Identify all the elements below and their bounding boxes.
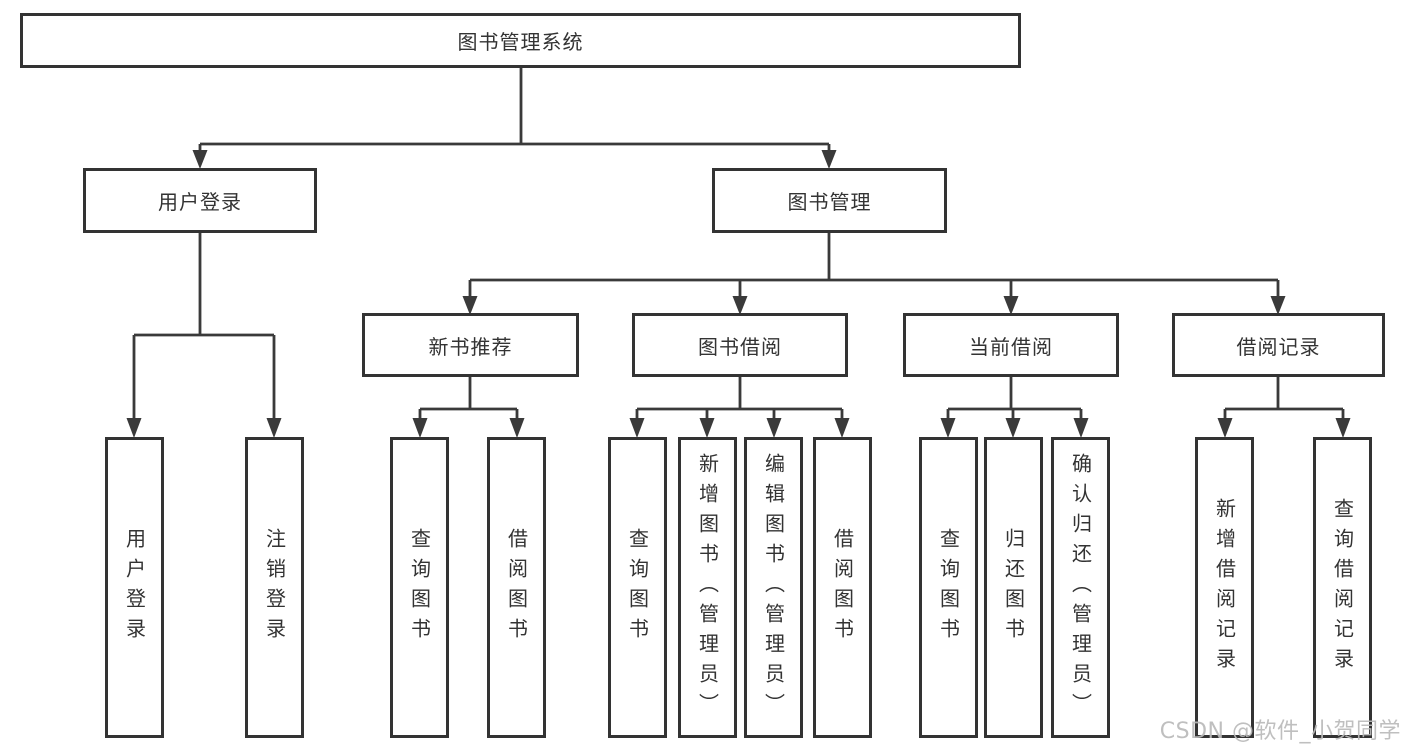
leaf-records-add-record: 新增借阅记录: [1195, 437, 1254, 738]
node-book-borrow-label: 图书借阅: [698, 334, 782, 359]
leaf-recommend-query-books: 查询图书: [390, 437, 449, 738]
node-book-management: 图书管理: [712, 168, 947, 233]
node-borrow-records: 借阅记录: [1172, 313, 1385, 377]
node-book-management-label: 图书管理: [787, 190, 872, 214]
leaf-borrow-edit-books-admin: 编辑图书（管理员）: [744, 437, 803, 738]
leaf-logout-label: 注销登录: [262, 527, 287, 648]
csdn-watermark: CSDN @软件_小贺同学: [1159, 719, 1401, 744]
leaf-recommend-borrow-books: 借阅图书: [487, 437, 546, 738]
leaf-borrow-edit-books-admin-label: 编辑图书（管理员）: [761, 452, 786, 723]
node-current-borrow: 当前借阅: [903, 313, 1119, 377]
connector-bookmgmt-to-modules: [462, 233, 1286, 315]
node-new-book-recommend-label: 新书推荐: [428, 334, 513, 359]
connector-userlogin-to-leaves: [126, 233, 282, 438]
leaf-borrow-query-books-label: 查询图书: [625, 527, 650, 648]
node-root-system: 图书管理系统: [20, 13, 1021, 68]
leaf-current-return-books-label: 归还图书: [1001, 527, 1026, 648]
connector-recommend-to-leaves: [412, 377, 525, 438]
node-borrow-records-label: 借阅记录: [1236, 334, 1321, 359]
leaf-user-login: 用户登录: [105, 437, 164, 738]
leaf-current-return-books: 归还图书: [984, 437, 1043, 738]
node-user-login: 用户登录: [83, 168, 317, 233]
node-new-book-recommend: 新书推荐: [362, 313, 579, 377]
leaf-user-login-label: 用户登录: [122, 527, 147, 648]
connector-current-to-leaves: [940, 377, 1089, 438]
leaf-borrow-query-books: 查询图书: [608, 437, 667, 738]
leaf-recommend-query-books-label: 查询图书: [407, 527, 432, 648]
leaf-current-confirm-return-admin-label: 确认归还（管理员）: [1068, 452, 1093, 723]
node-book-borrow: 图书借阅: [632, 313, 848, 377]
leaf-borrow-borrow-books-label: 借阅图书: [830, 527, 855, 648]
leaf-borrow-add-books-admin-label: 新增图书（管理员）: [695, 452, 720, 723]
node-root-label: 图书管理系统: [457, 30, 584, 54]
leaf-logout: 注销登录: [245, 437, 304, 738]
connector-root-to-level2: [192, 68, 837, 169]
leaf-current-confirm-return-admin: 确认归还（管理员）: [1051, 437, 1110, 738]
connector-records-to-leaves: [1217, 377, 1351, 438]
node-current-borrow-label: 当前借阅: [969, 334, 1053, 359]
leaf-current-query-books: 查询图书: [919, 437, 978, 738]
leaf-records-add-record-label: 新增借阅记录: [1212, 497, 1237, 678]
connector-borrow-to-leaves: [629, 377, 850, 438]
leaf-records-query-record-label: 查询借阅记录: [1330, 497, 1355, 678]
leaf-current-query-books-label: 查询图书: [936, 527, 961, 648]
leaf-records-query-record: 查询借阅记录: [1313, 437, 1372, 738]
node-user-login-label: 用户登录: [158, 190, 242, 214]
leaf-recommend-borrow-books-label: 借阅图书: [504, 527, 529, 648]
leaf-borrow-add-books-admin: 新增图书（管理员）: [678, 437, 737, 738]
leaf-borrow-borrow-books: 借阅图书: [813, 437, 872, 738]
